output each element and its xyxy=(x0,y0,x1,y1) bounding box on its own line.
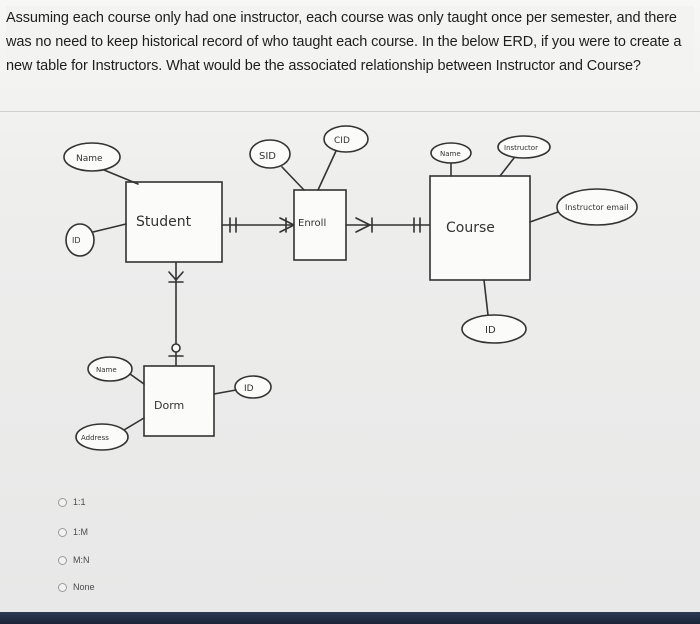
option-1-1[interactable]: 1:1 xyxy=(58,497,86,507)
attr-course-instructor-label: Instructor xyxy=(504,144,538,152)
divider xyxy=(0,111,700,112)
radio-1-1[interactable] xyxy=(58,497,67,507)
attr-course-id-label: ID xyxy=(485,325,496,336)
attr-dorm-name: Name xyxy=(87,356,145,385)
attr-course-name-label: Name xyxy=(440,150,461,158)
attr-course-instructor: Instructor xyxy=(497,135,551,177)
attr-enroll-sid: SID xyxy=(249,139,305,191)
attr-dorm-address-label: Address xyxy=(81,434,109,442)
question-text: Assuming each course only had one instru… xyxy=(6,6,694,78)
attr-enroll-sid-label: SID xyxy=(259,151,276,162)
rel-enroll-course xyxy=(345,217,431,233)
bottom-bar xyxy=(0,612,700,624)
radio-none[interactable] xyxy=(58,582,67,592)
erd-drawing: Student Name ID xyxy=(63,125,638,451)
entity-course-label: Course xyxy=(446,220,495,236)
attr-enroll-cid-label: CID xyxy=(334,136,350,146)
radio-1-m[interactable] xyxy=(58,527,67,537)
attr-student-id-label: ID xyxy=(72,236,81,245)
option-m-n[interactable]: M:N xyxy=(58,555,90,565)
option-none[interactable]: None xyxy=(58,582,95,592)
attr-enroll-cid: CID xyxy=(317,125,369,191)
option-1-m-label: 1:M xyxy=(73,527,89,537)
option-none-label: None xyxy=(73,582,95,592)
option-1-1-label: 1:1 xyxy=(73,497,86,507)
entity-dorm-label: Dorm xyxy=(154,399,184,412)
attr-course-name: Name xyxy=(430,142,472,177)
radio-m-n[interactable] xyxy=(58,555,67,565)
attr-course-instructor-email-label: Instructor email xyxy=(565,203,628,212)
attr-dorm-name-label: Name xyxy=(96,366,117,374)
option-m-n-label: M:N xyxy=(73,555,90,565)
attr-course-id: ID xyxy=(461,279,527,344)
attr-student-name-label: Name xyxy=(76,154,103,164)
attr-course-instructor-email: Instructor email xyxy=(529,188,638,226)
attr-dorm-address: Address xyxy=(75,417,145,451)
attr-student-name: Name xyxy=(63,142,139,185)
entity-enroll-label: Enroll xyxy=(298,218,326,229)
attr-dorm-id-label: ID xyxy=(244,384,254,394)
erd-diagram: Student Name ID xyxy=(0,112,700,482)
attr-dorm-id: ID xyxy=(213,375,272,399)
entity-course: Course xyxy=(429,175,531,281)
entity-student-label: Student xyxy=(136,214,192,230)
attr-student-id: ID xyxy=(65,223,127,257)
option-1-m[interactable]: 1:M xyxy=(58,527,88,537)
entity-enroll: Enroll xyxy=(293,189,347,261)
entity-student: Student xyxy=(125,181,223,263)
rel-student-dorm xyxy=(168,261,184,367)
entity-dorm: Dorm xyxy=(143,365,215,437)
rel-student-enroll xyxy=(221,217,296,233)
